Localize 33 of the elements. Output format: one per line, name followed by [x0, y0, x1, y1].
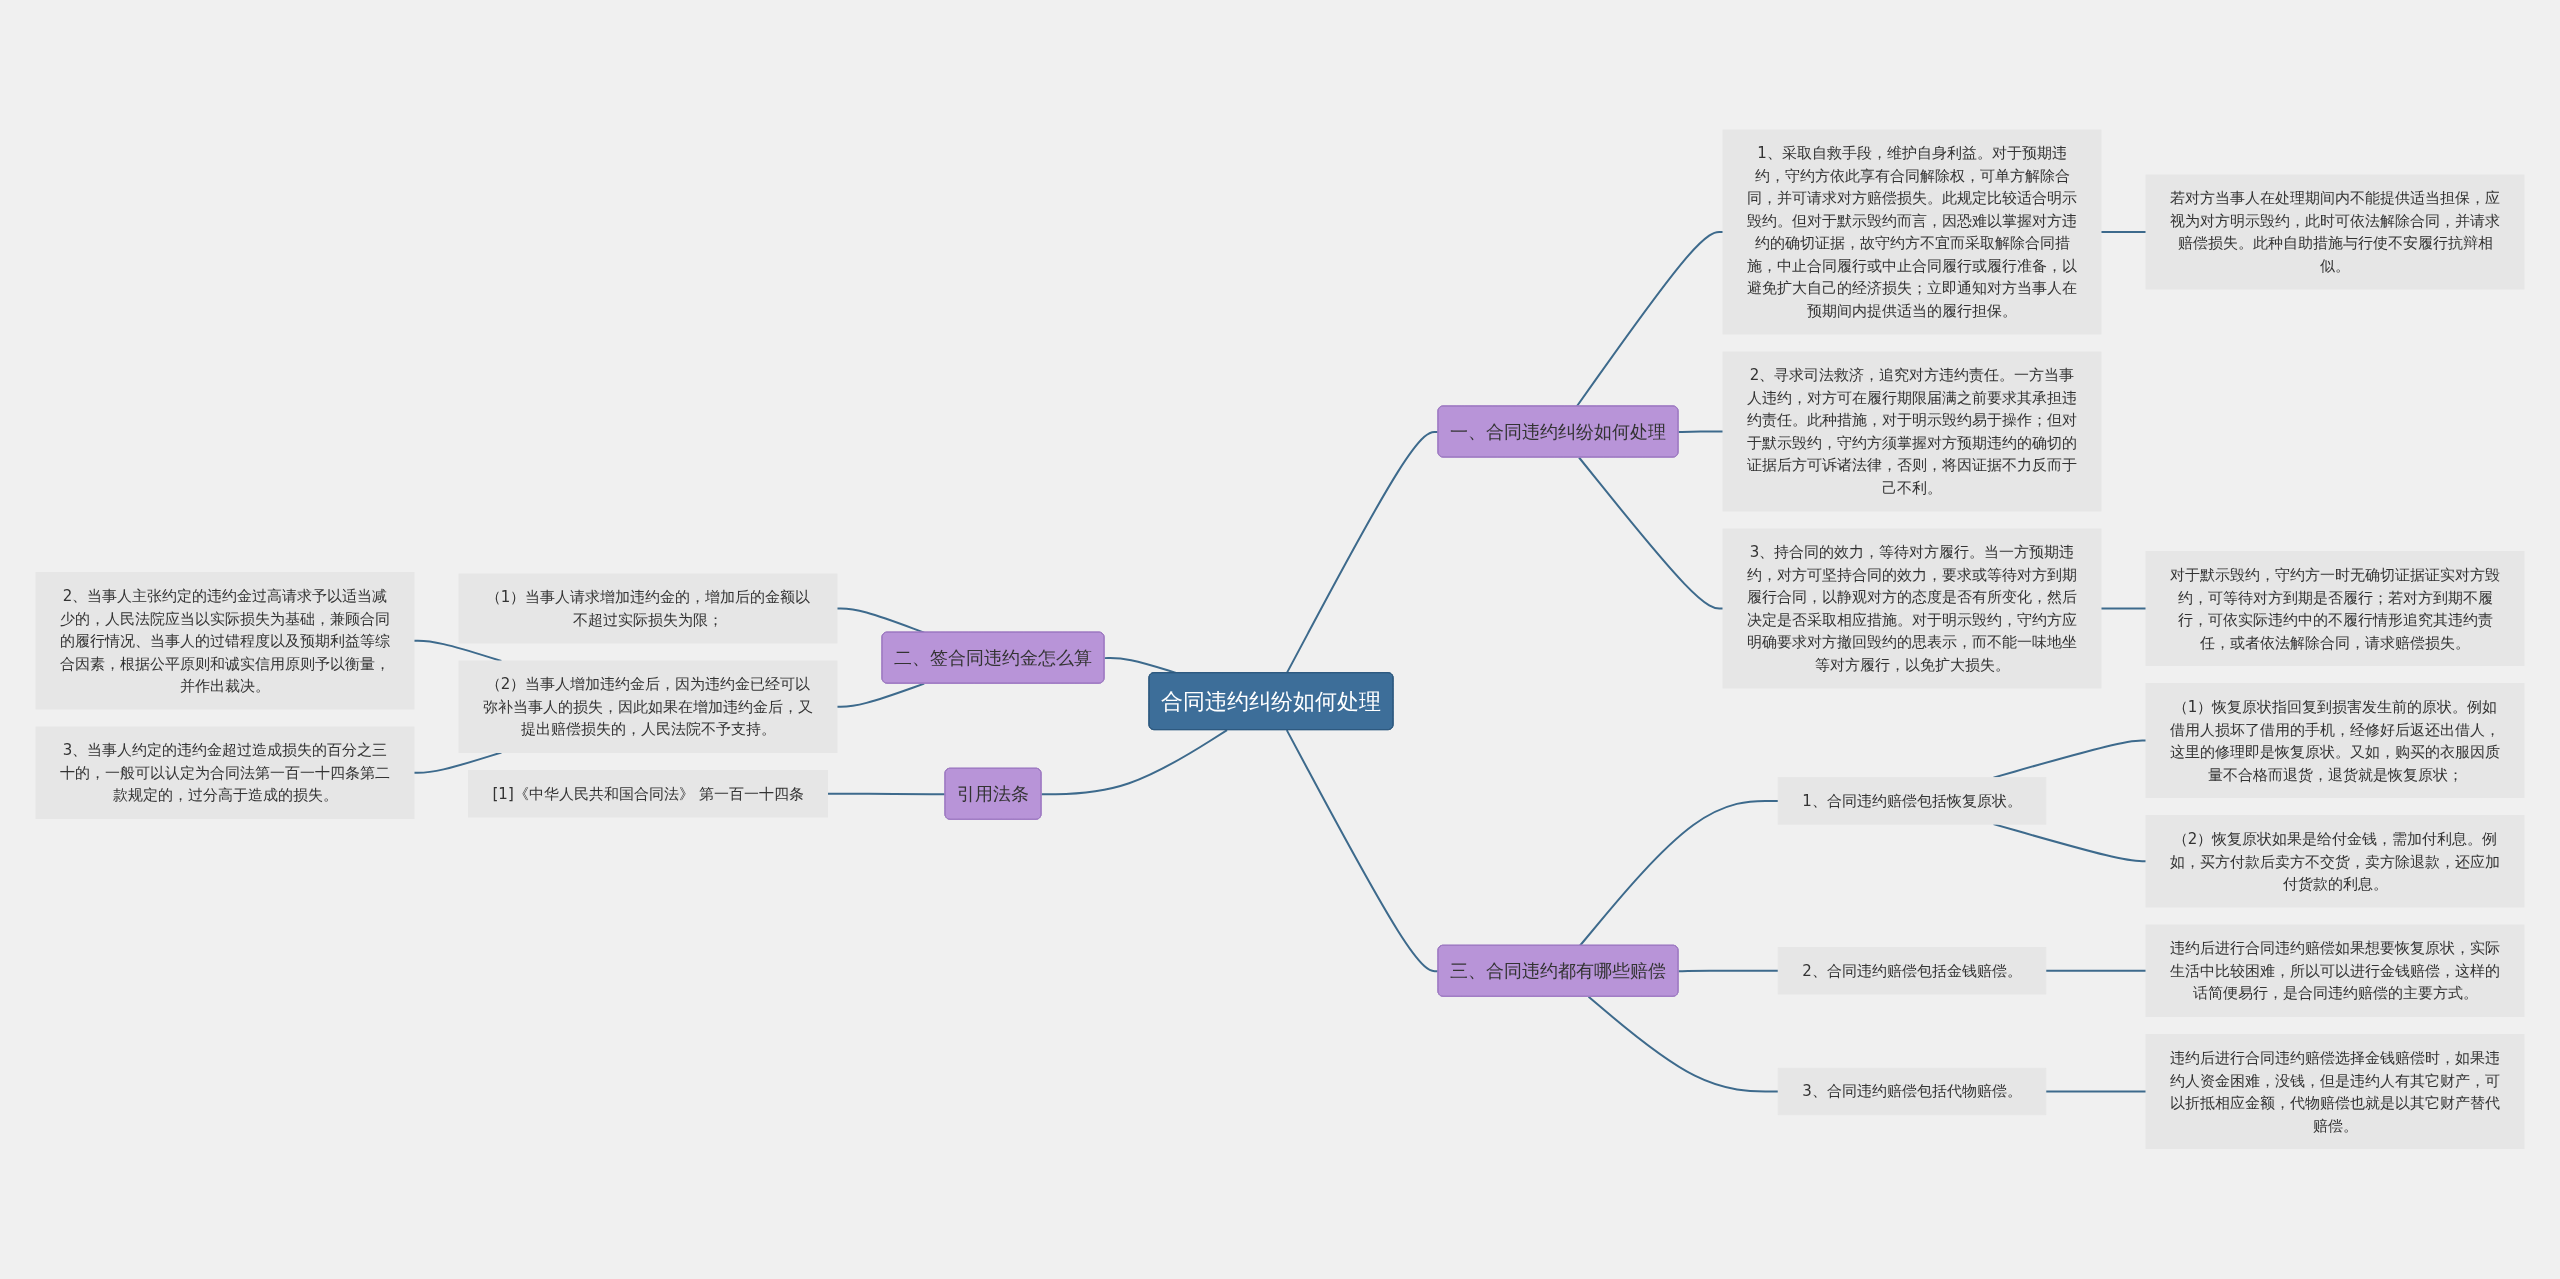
connector	[836, 682, 926, 708]
node-box: （1）当事人请求增加违约金的，增加后的金额以不超过实际损失为限；	[458, 573, 838, 644]
node-box: 2、合同违约赔偿包括金钱赔偿。	[1777, 947, 2047, 995]
connector	[2044, 1090, 2147, 1093]
connector	[1575, 231, 1724, 408]
connector	[1677, 970, 1780, 973]
connector	[1578, 456, 1724, 610]
node-box: 3、合同违约赔偿包括代物赔偿。	[1777, 1068, 2047, 1116]
connector	[1040, 729, 1229, 796]
node-box: 对于默示毁约，守约方一时无确切证据证实对方毁约，可等待对方到期是否履行；若对方到期不履行，可依实际违约中的不履行情形追究其违约责任，或者依法解除合同，请求赔偿损失。	[2145, 551, 2525, 667]
connector	[1677, 430, 1724, 434]
connector	[413, 751, 503, 774]
connector	[2044, 970, 2147, 972]
node-box: 1、合同违约赔偿包括恢复原状。	[1777, 777, 2047, 825]
node-box: （2）当事人增加违约金后，因为违约金已经可以弥补当事人的损失，因此如果在增加违约金后，又提出赔偿损失的，人民法院不予支持。	[458, 660, 838, 754]
connector	[1587, 996, 1780, 1093]
connector	[2100, 231, 2147, 234]
node-box: 违约后进行合同违约赔偿如果想要恢复原状，实际生活中比较困难，所以可以进行金钱赔偿，这样的话简便易行，是合同违约赔偿的主要方式。	[2145, 924, 2525, 1018]
connector	[826, 793, 947, 796]
node-box: [1]《中华人民共和国合同法》 第一百一十四条	[468, 770, 828, 818]
node-box: 若对方当事人在处理期间内不能提供适当担保，应视为对方明示毁约，此时可依法解除合同，并请求赔偿损失。此种自助措施与行使不安履行抗辩相似。	[2145, 174, 2525, 290]
node-box: 1、采取自救手段，维护自身利益。对于预期违约，守约方依此享有合同解除权，可单方解除合同，并可请求对方赔偿损失。此规定比较适合明示毁约。但对于默示毁约而言，因恐难以掌握对方违约的确切证据，故守约方不宜而采取解除合同措施，中止合同履行或中止合同履行或履行准备，以避免扩大自己的经济损失；立即通知对方当事人在预期间内提供适当的履行担保。	[1722, 129, 2102, 335]
node-box: 3、持合同的效力，等待对方履行。当一方预期违约，对方可坚持合同的效力，要求或等待对方到期履行合同，以静观对方的态度是否有所变化，然后决定是否采取相应措施。对于明示毁约，守约方应明确要求对方撤回毁约的思表示，而不能一味地坐等对方履行，以免扩大损失。	[1722, 528, 2102, 689]
node-box: 违约后进行合同违约赔偿选择金钱赔偿时，如果违约人资金困难，没钱，但是违约人有其它财产，可以折抵相应金额，代物赔偿也就是以其它财产替代赔偿。	[2145, 1034, 2525, 1150]
connector	[1285, 729, 1440, 973]
node-box: 3、当事人约定的违约金超过造成损失的百分之三十的，一般可以认定为合同法第一百一十四条第二款规定的，过分高于造成的损失。	[35, 726, 415, 820]
connector	[1578, 800, 1780, 947]
node-box: （2）恢复原状如果是给付金钱，需加付利息。例如，买方付款后卖方不交货，卖方除退款，还应加付货款的利息。	[2145, 815, 2525, 908]
connector	[413, 640, 503, 663]
node-box: 2、寻求司法救济，追究对方违约责任。一方当事人违约，对方可在履行期限届满之前要求其承担违约责任。此种措施，对于明示毁约易于操作；但对于默示毁约，守约方须掌握对方预期违约的确切的证据后方可诉诸法律，否则，将因证据不力反而于己不利。	[1722, 351, 2102, 512]
node-box: 2、当事人主张约定的违约金过高请求予以适当减少的，人民法院应当以实际损失为基础，兼顾合同的履行情况、当事人的过错程度以及预期利益等综合因素，根据公平原则和诚实信用原则予以衡量，并作出裁决。	[35, 572, 415, 710]
connector	[2100, 607, 2147, 610]
node-box: （1）恢复原状指回复到损害发生前的原状。例如借用人损坏了借用的手机，经修好后返还出借人，这里的修理即是恢复原状。又如，购买的衣服因质量不合格而退货，退货就是恢复原状；	[2145, 683, 2525, 799]
